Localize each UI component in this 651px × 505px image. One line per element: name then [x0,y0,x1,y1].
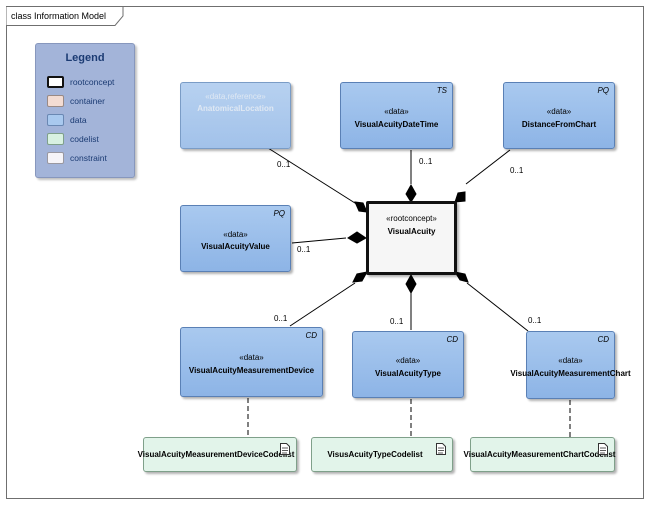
multiplicity-measurement-chart: 0..1 [528,316,542,325]
class-stereotype: «data» [239,353,264,362]
class-name: VisualAcuity [387,227,436,236]
class-stereotype: «data» [558,356,583,365]
codelist-name: VisualAcuityMeasurementDeviceCodelist [137,450,295,459]
note-icon [436,443,446,455]
class-name: VisualAcuityType [375,369,441,378]
codelist-type[interactable]: VisusAcuityTypeCodelist [311,437,453,472]
class-stereotype: «rootconcept» [386,214,437,223]
multiplicity-anatomical-location: 0..1 [277,160,291,169]
edge-measurement-chart [466,282,529,332]
type-tag: CD [597,335,609,344]
class-name: DistanceFromChart [521,120,597,129]
class-stereotype: «data» [223,230,248,239]
type-tag: TS [436,86,447,95]
legend-swatch-rootconcept [47,76,64,88]
diamond-type [405,273,417,295]
multiplicity-value: 0..1 [297,245,311,254]
class-stereotype: «data» [395,356,421,365]
legend-swatch-constraint [47,152,64,164]
edge-value [291,237,347,244]
multiplicity-distance-from-chart: 0..1 [510,166,524,175]
diamond-distance-from-chart [454,191,466,203]
legend-swatch-data [47,114,64,126]
class-name: AnatomicalLocation [197,104,274,113]
multiplicity-date-time: 0..1 [419,157,433,166]
legend: Legend rootconcept container data codeli… [35,43,135,178]
class-stereotype: «data,reference» [205,92,266,101]
codelist-name: VisusAcuityTypeCodelist [327,450,423,459]
codelist-name: VisualAcuityMeasurementChartCodelist [463,450,616,459]
note-icon [280,443,290,455]
type-tag: CD [305,331,317,340]
diagram-frame [6,6,644,499]
diamond-value [347,231,367,244]
type-tag: CD [446,335,458,344]
diamond-measurement-device [352,271,368,283]
multiplicity-type: 0..1 [390,317,404,326]
class-visual-acuity-measurement-device[interactable]: CD «data» VisualAcuityMeasurementDevice [180,327,323,397]
class-name: VisualAcuityDateTime [354,120,439,129]
class-visual-acuity[interactable]: «rootconcept» VisualAcuity [366,201,457,275]
legend-swatch-container [47,95,64,107]
class-distance-from-chart[interactable]: PQ «data» DistanceFromChart [503,82,615,149]
frame-title: class Information Model [11,11,107,21]
class-visual-acuity-value[interactable]: PQ «data» VisualAcuityValue [180,205,291,272]
class-name: VisualAcuityMeasurementDevice [188,366,315,375]
legend-label-codelist: codelist [70,134,99,144]
multiplicity-measurement-device: 0..1 [274,314,288,323]
edge-measurement-device [289,282,356,327]
class-name: VisualAcuityMeasurementChart [510,369,631,378]
class-stereotype: «data» [384,107,409,116]
class-stereotype: «data» [546,107,572,116]
legend-swatch-codelist [47,133,64,145]
codelist-measurement-chart[interactable]: VisualAcuityMeasurementChartCodelist [464,437,615,472]
type-tag: PQ [597,86,609,95]
note-icon [598,443,608,455]
legend-label-data: data [70,115,87,125]
legend-label-container: container [70,96,105,106]
class-visual-acuity-measurement-chart[interactable]: CD «data» VisualAcuityMeasurementChart [510,331,631,399]
codelist-measurement-device[interactable]: VisualAcuityMeasurementDeviceCodelist [138,437,297,472]
class-visual-acuity-type[interactable]: CD «data» VisualAcuityType [352,331,464,398]
edge-anatomical-location [267,147,367,211]
class-visual-acuity-date-time[interactable]: TS «data» VisualAcuityDateTime [340,82,453,149]
legend-title: Legend [65,52,105,64]
type-tag: PQ [273,209,285,218]
legend-label-rootconcept: rootconcept [70,77,115,87]
diamond-date-time [405,183,417,203]
diamond-anatomical-location [354,201,368,213]
class-name: VisualAcuityValue [201,242,270,251]
frame-tab [6,6,124,26]
diamond-measurement-chart [453,271,469,283]
edge-distance-from-chart [465,149,511,185]
legend-label-constraint: constraint [70,153,107,163]
class-anatomical-location[interactable]: «data,reference» AnatomicalLocation [180,82,291,149]
